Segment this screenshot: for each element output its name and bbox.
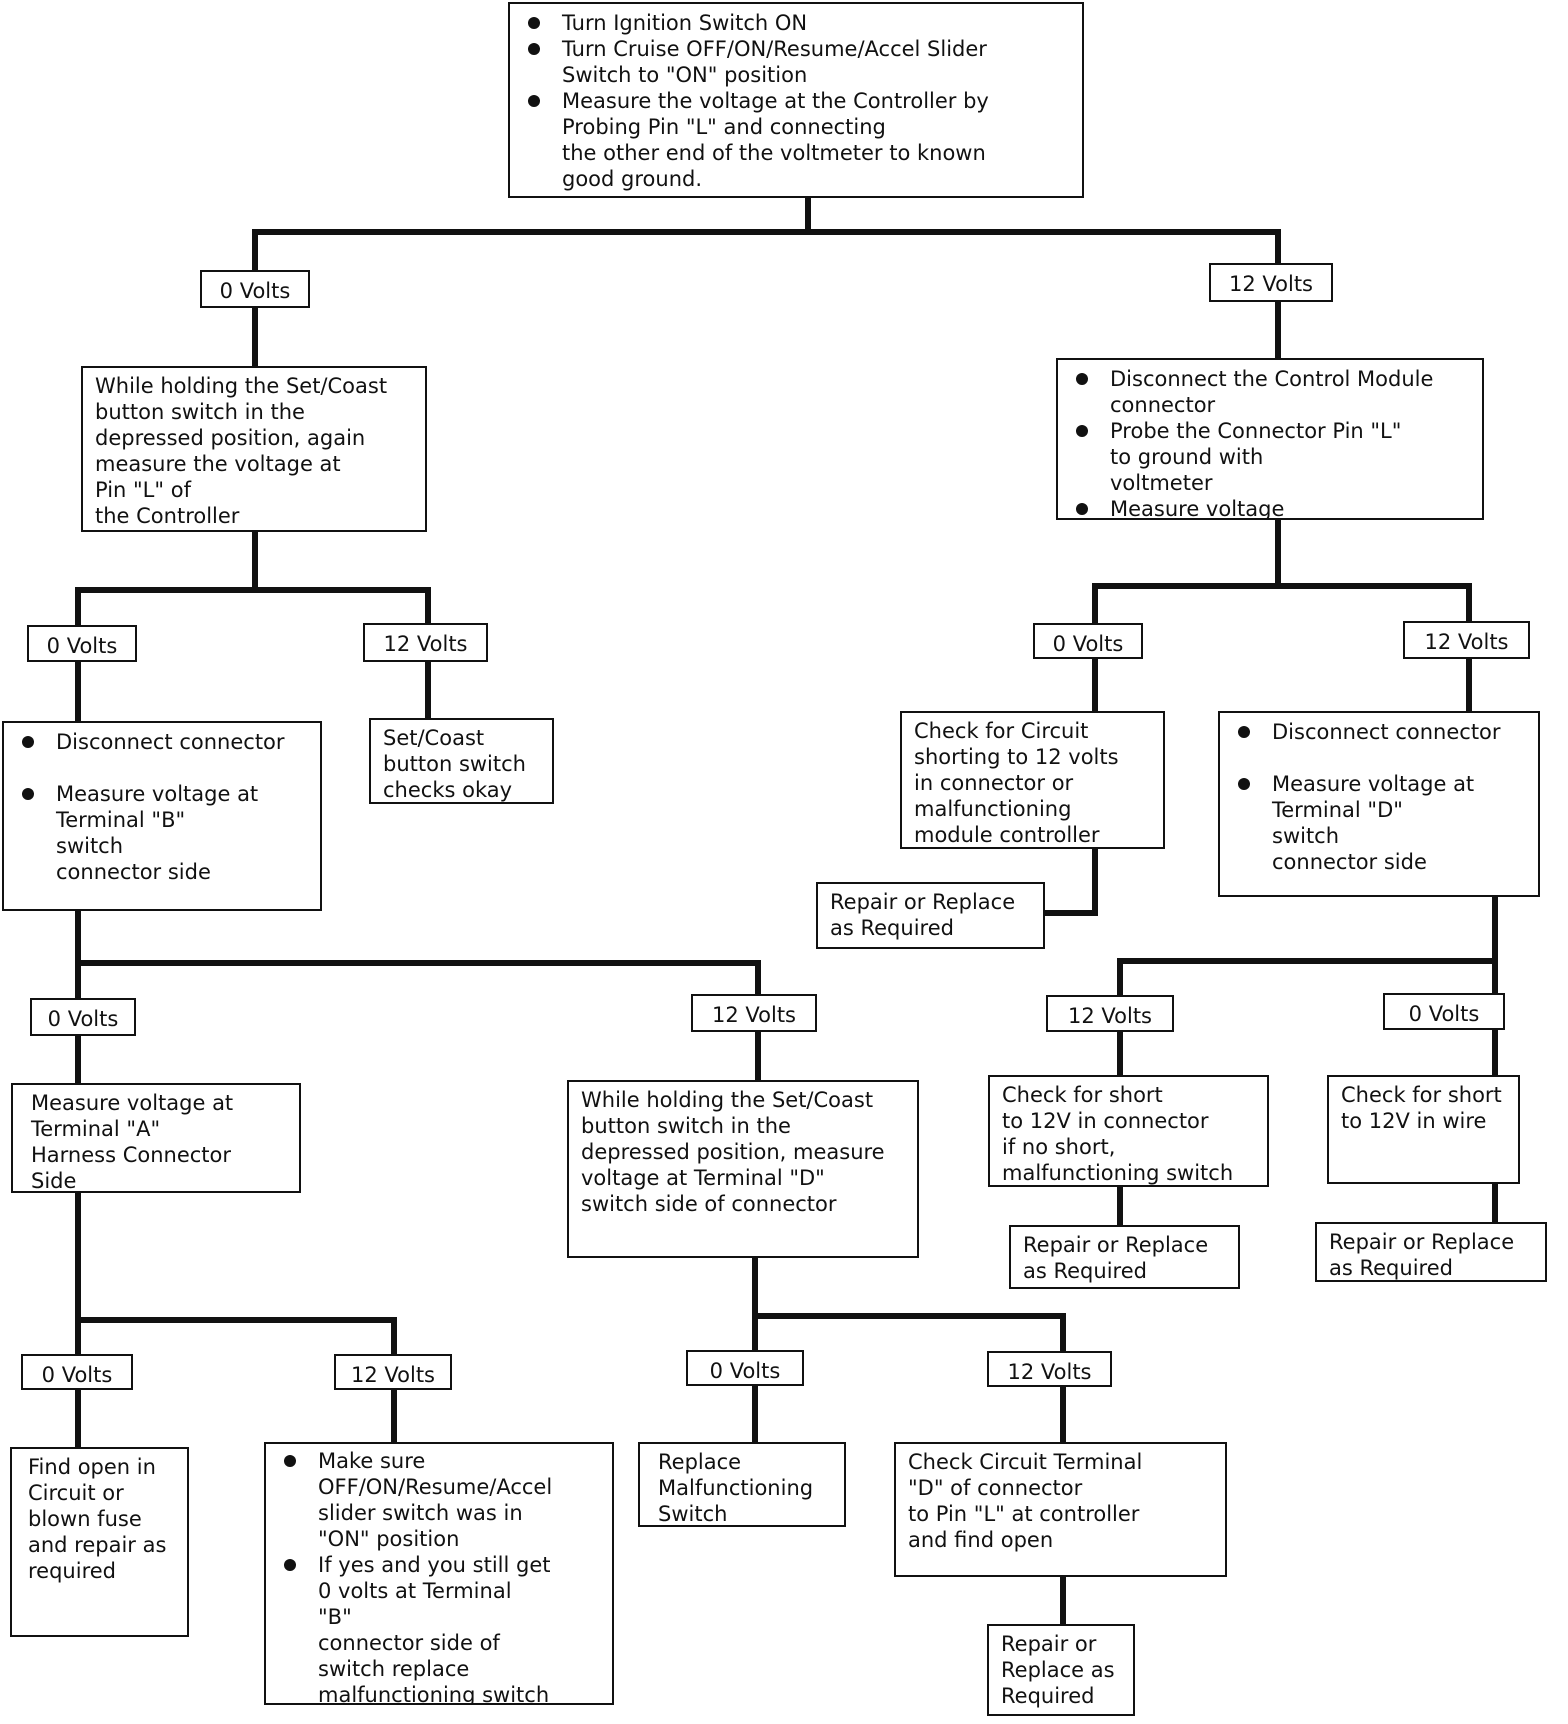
label-12-volts-rr: 12 Volts bbox=[1403, 621, 1530, 659]
label-0-volts-m4: 0 Volts bbox=[686, 1350, 804, 1386]
connector-b-split bbox=[75, 908, 761, 1001]
connector-d-split bbox=[752, 1255, 1066, 1354]
label-0-volts-l4: 0 Volts bbox=[21, 1354, 133, 1390]
make-sure-switch-on-box: Make sure OFF/ON/Resume/Accel slider swi… bbox=[264, 1442, 614, 1705]
label-0-volts-rl: 0 Volts bbox=[1033, 623, 1143, 659]
module-step-3: Measure voltage bbox=[1072, 496, 1472, 518]
connector-start-split bbox=[252, 195, 1281, 273]
setcoast-terminal-d-box: While holding the Set/Coast button switc… bbox=[567, 1080, 919, 1258]
disconnect-terminal-d-box: Disconnect connector Measure voltage at … bbox=[1218, 711, 1540, 897]
check-circuit-terminal-d-box: Check Circuit Terminal "D" of connector … bbox=[894, 1442, 1227, 1577]
repair-replace-box-4: Repair or Replace as Required bbox=[987, 1624, 1135, 1716]
find-open-circuit-box: Find open in Circuit or blown fuse and r… bbox=[10, 1447, 189, 1637]
label-0-volts-lll: 0 Volts bbox=[30, 998, 136, 1036]
label-12-volts-right: 12 Volts bbox=[1209, 263, 1333, 302]
setcoast-measure-pin-l-box: While holding the Set/Coast button switc… bbox=[81, 366, 427, 532]
label-12-volts-ll: 12 Volts bbox=[363, 623, 488, 662]
module-step-2: Probe the Connector Pin "L" to ground wi… bbox=[1072, 418, 1472, 496]
disconnect-control-module-box: Disconnect the Control Module connector … bbox=[1056, 358, 1484, 520]
label-12-volts-l4: 12 Volts bbox=[334, 1354, 452, 1390]
start-step-2: Turn Cruise OFF/ON/Resume/Accel Slider S… bbox=[524, 36, 1072, 88]
setcoast-checks-okay-box: Set/Coast button switch checks okay bbox=[369, 718, 554, 804]
label-12-volts-llr: 12 Volts bbox=[691, 994, 817, 1032]
terminal-d-step-2: Measure voltage at Terminal "D" switch c… bbox=[1234, 771, 1528, 875]
measure-terminal-a-box: Measure voltage at Terminal "A" Harness … bbox=[11, 1083, 301, 1193]
check-short-connector-box: Check for short to 12V in connector if n… bbox=[988, 1075, 1269, 1187]
label-0-volts-left: 0 Volts bbox=[200, 270, 310, 308]
terminal-b-step-1: Disconnect connector bbox=[18, 729, 310, 755]
replace-malfunctioning-switch-box: Replace Malfunctioning Switch bbox=[638, 1442, 846, 1527]
repair-replace-box-1: Repair or Replace as Required bbox=[816, 882, 1045, 949]
check-short-wire-box: Check for short to 12V in wire bbox=[1327, 1075, 1520, 1184]
connector-dd-split bbox=[1117, 894, 1498, 998]
connector-right-split bbox=[1092, 517, 1472, 626]
connector-left-split bbox=[75, 529, 431, 628]
start-step-3: Measure the voltage at the Controller by… bbox=[524, 88, 1072, 192]
make-sure-step-2: If yes and you still get 0 volts at Term… bbox=[280, 1552, 602, 1703]
terminal-d-step-1: Disconnect connector bbox=[1234, 719, 1528, 745]
start-step-1: Turn Ignition Switch ON bbox=[524, 10, 1072, 36]
start-instructions-box: Turn Ignition Switch ON Turn Cruise OFF/… bbox=[508, 2, 1084, 198]
connector-a-split bbox=[75, 1190, 397, 1357]
label-0-volts-ll: 0 Volts bbox=[27, 625, 137, 662]
terminal-b-step-2: Measure voltage at Terminal "B" switch c… bbox=[18, 781, 310, 885]
check-circuit-shorting-box: Check for Circuit shorting to 12 volts i… bbox=[900, 711, 1165, 849]
disconnect-terminal-b-box: Disconnect connector Measure voltage at … bbox=[2, 721, 322, 911]
module-step-1: Disconnect the Control Module connector bbox=[1072, 366, 1472, 418]
repair-replace-box-3: Repair or Replace as Required bbox=[1315, 1222, 1547, 1282]
label-0-volts-rrr: 0 Volts bbox=[1383, 993, 1505, 1030]
label-12-volts-rrl: 12 Volts bbox=[1046, 995, 1174, 1032]
repair-replace-box-2: Repair or Replace as Required bbox=[1009, 1225, 1240, 1289]
label-12-volts-m4: 12 Volts bbox=[987, 1351, 1112, 1387]
make-sure-step-1: Make sure OFF/ON/Resume/Accel slider swi… bbox=[280, 1448, 602, 1552]
connector-repair-1 bbox=[1042, 846, 1098, 916]
